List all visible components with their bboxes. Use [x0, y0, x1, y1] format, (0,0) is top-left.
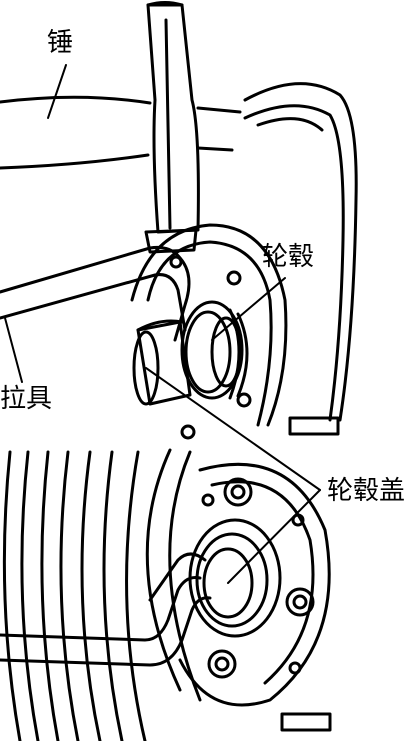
lug-nut [223, 477, 253, 507]
hub-flange-inner [146, 240, 273, 427]
hub-cap-top [136, 319, 184, 332]
puller-arm-bottom [0, 273, 187, 332]
bolt-hole [291, 513, 305, 527]
impact-block [144, 228, 198, 254]
tire-line [102, 450, 124, 743]
bolt-hole [236, 392, 252, 408]
drum-arc [168, 450, 202, 702]
placeholder-box [280, 712, 332, 732]
label-hub-cap: 轮毂盖 [327, 476, 406, 506]
wheel-rim-inner [243, 104, 345, 422]
hammer-face-line [164, 18, 172, 230]
puller-rod [0, 596, 212, 667]
leader-puller [4, 317, 23, 383]
leader-hub [211, 277, 286, 341]
bolt-hole [169, 255, 183, 269]
bolt-hole [288, 661, 302, 675]
drum-arc [145, 448, 182, 692]
leader-hammer [47, 64, 67, 119]
tire-line [2, 450, 22, 743]
hub-cap-face [202, 547, 254, 619]
hammer-handle-top [0, 95, 152, 105]
wheel-rim-line3 [256, 117, 324, 132]
tire-line [40, 450, 60, 743]
puller-shaft [148, 552, 207, 602]
placeholder-box [288, 416, 340, 436]
label-puller: 拉具 [0, 384, 53, 414]
hammer-handle-line [196, 146, 234, 152]
wheel-rim-outer [243, 82, 358, 422]
tire-line [125, 450, 147, 743]
hub-ring [180, 300, 244, 400]
bolt-hole [201, 493, 215, 507]
lug-nut [207, 649, 237, 679]
puller-rod [0, 576, 202, 642]
hammer-handle-bottom [0, 153, 150, 170]
hub-cap-face [132, 330, 160, 406]
tire-line [80, 450, 102, 743]
bolt-hole [180, 424, 196, 440]
label-hub: 轮毂 [262, 242, 315, 272]
hammer-top [146, 1, 184, 7]
hub-ring-arc [236, 312, 249, 398]
hammer-handle-line [196, 106, 242, 114]
puller-hook [173, 256, 191, 342]
hub-ring [184, 310, 232, 394]
tire-line [20, 450, 40, 743]
leader-hubcap [145, 367, 321, 491]
leader-hubcap [227, 489, 321, 584]
bottom-panel [0, 367, 332, 743]
label-hammer: 锤 [47, 28, 74, 58]
hub-flange [178, 462, 331, 707]
bolt-hole [226, 270, 242, 286]
hub-flange-inner [210, 480, 315, 685]
tire-line [59, 450, 80, 743]
hub-cap-body [136, 320, 192, 406]
lug-nut [285, 587, 315, 617]
hammer-head [146, 3, 200, 234]
hub-ring-arc [228, 308, 241, 400]
hub-ring [195, 532, 269, 628]
top-panel [0, 1, 358, 440]
